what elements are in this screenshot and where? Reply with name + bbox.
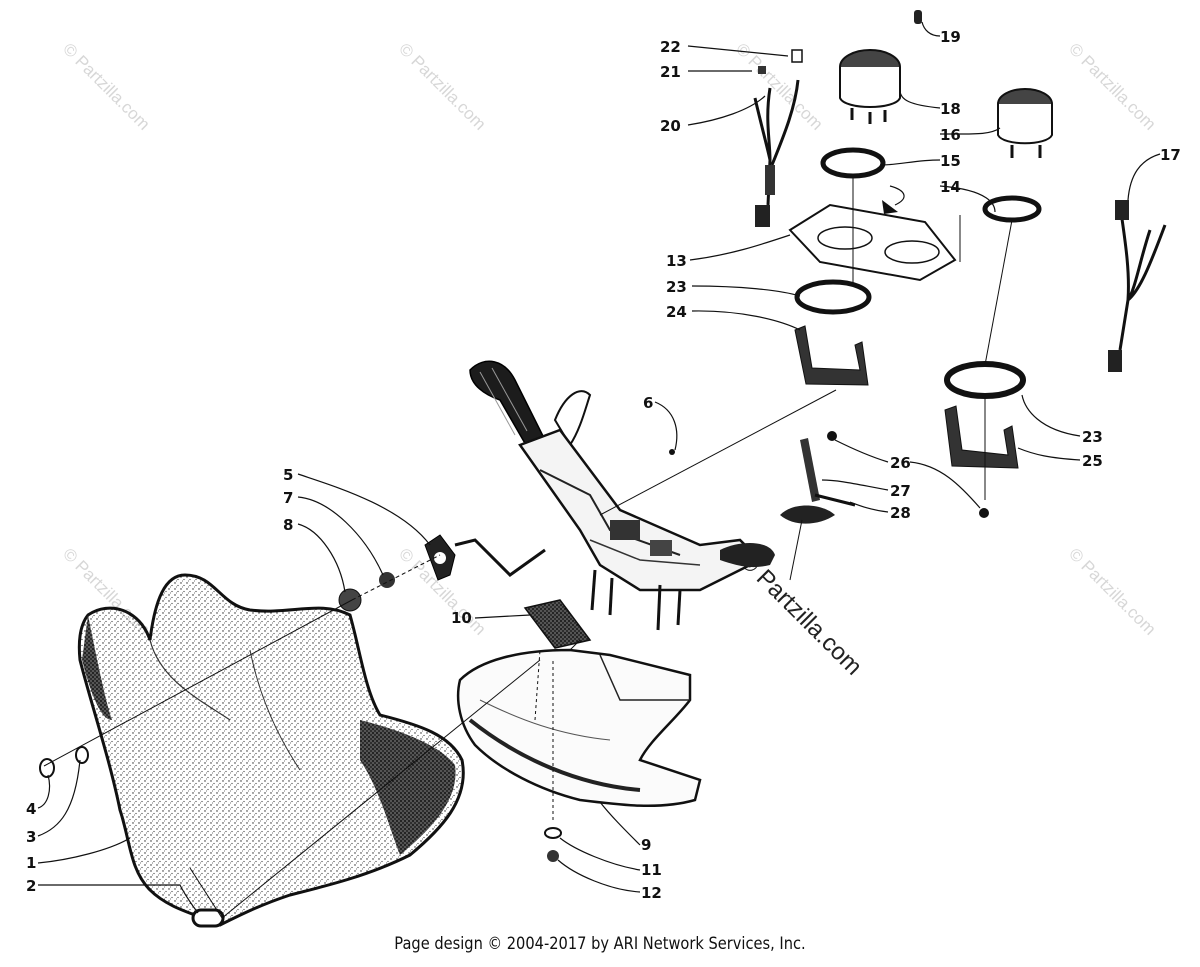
callout-16: 16 <box>940 126 961 144</box>
watermark-text: © Partzilla.com <box>59 39 153 133</box>
callout-10: 10 <box>451 609 472 627</box>
choke-parts <box>338 534 546 612</box>
callout-13: 13 <box>666 252 687 270</box>
callout-1: 1 <box>26 854 36 872</box>
dash-panel <box>456 648 702 807</box>
callout-15: 15 <box>940 152 961 170</box>
callout-leaders <box>37 21 1161 914</box>
footer-copyright: Page design © 2004-2017 by ARI Network S… <box>394 934 806 954</box>
watermark-text: © Partzilla.com <box>1065 544 1159 638</box>
callout-18: 18 <box>940 100 961 118</box>
callout-numbers: 1 2 3 4 5 6 7 8 9 10 11 12 13 14 15 16 1… <box>26 28 1181 902</box>
callout-24: 24 <box>666 303 687 321</box>
callout-9: 9 <box>641 836 651 854</box>
callout-23-upper: 23 <box>666 278 687 296</box>
callout-5: 5 <box>283 466 293 484</box>
gauges <box>780 10 1053 524</box>
callout-22: 22 <box>660 38 681 56</box>
callout-17: 17 <box>1160 146 1181 164</box>
watermark-text: © Partzilla.com <box>1065 39 1159 133</box>
callout-23-lower: 23 <box>1082 428 1103 446</box>
callout-7: 7 <box>283 489 293 507</box>
callout-27: 27 <box>890 482 911 500</box>
callout-21: 21 <box>660 63 681 81</box>
callout-2: 2 <box>26 877 36 895</box>
callout-3: 3 <box>26 828 36 846</box>
callout-20: 20 <box>660 117 681 135</box>
callout-11: 11 <box>641 861 662 879</box>
plate-10 <box>523 599 592 649</box>
watermarks: © Partzilla.com © Partzilla.com © Partzi… <box>59 39 1159 680</box>
callout-26: 26 <box>890 454 911 472</box>
callout-28: 28 <box>890 504 911 522</box>
watermark-text: © Partzilla.com <box>395 39 489 133</box>
callout-4: 4 <box>26 800 36 818</box>
callout-25: 25 <box>1082 452 1103 470</box>
watermark-text: © Partzilla.com <box>732 39 826 133</box>
watermark-text-center: © Partzilla.com <box>734 547 867 680</box>
callout-19: 19 <box>940 28 961 46</box>
fasteners <box>39 449 675 928</box>
callout-14: 14 <box>940 178 961 196</box>
wire-harnesses <box>753 49 1167 372</box>
windshield <box>77 573 465 927</box>
callout-6: 6 <box>643 394 653 412</box>
leader-lines <box>43 175 1013 919</box>
callout-8: 8 <box>283 516 293 534</box>
handlebar-assembly <box>469 360 775 631</box>
callout-12: 12 <box>641 884 662 902</box>
